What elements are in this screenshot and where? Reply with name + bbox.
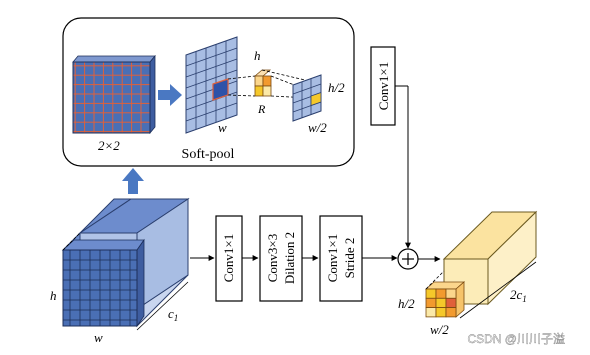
output-c-label: 2c1 xyxy=(510,287,527,304)
output-w-label: w/2 xyxy=(430,322,449,337)
branch-conv1s-box: Conv1×1 Stride 2 xyxy=(319,215,363,302)
add-node xyxy=(397,248,419,270)
branch-conv1s-label-1: Conv1×1 xyxy=(325,234,340,283)
kernel-label: 2×2 xyxy=(98,138,120,153)
softpool-conv-label: Conv1×1 xyxy=(376,62,391,111)
branch-conv3-box: Conv3×3 Dilation 2 xyxy=(259,215,303,302)
input-w-label: w xyxy=(94,330,103,345)
out-h-label: h/2 xyxy=(328,80,345,95)
branch-conv1-label: Conv1×1 xyxy=(221,234,236,283)
fmap-h-label: h xyxy=(254,48,261,63)
input-h-label: h xyxy=(50,288,57,303)
pooled-output-map xyxy=(292,74,322,122)
branch-conv3-label-2: Dilation 2 xyxy=(282,232,297,284)
softpool-title: Soft-pool xyxy=(182,147,235,162)
softpool-conv-box: Conv1×1 xyxy=(370,46,396,126)
out-w-label: w/2 xyxy=(308,120,327,135)
input-to-softpool-arrow xyxy=(122,168,144,194)
softpool-region xyxy=(253,69,272,97)
softpool-panel: 2×2 h w xyxy=(62,17,355,167)
branch-conv3-label-1: Conv3×3 xyxy=(265,234,280,283)
input-c-label: c1 xyxy=(168,306,178,323)
pool-kernel-grid xyxy=(72,54,156,135)
r-label: R xyxy=(257,102,266,116)
output-h-label: h/2 xyxy=(398,296,415,311)
input-block xyxy=(61,197,190,331)
branch-conv1-box: Conv1×1 xyxy=(215,215,243,302)
branch-conv1s-label-2: Stride 2 xyxy=(342,238,357,279)
fmap-w-label: w xyxy=(218,120,227,135)
watermark: CSDN @川川子溢 xyxy=(467,332,565,346)
softpool-arrow xyxy=(158,84,182,106)
softpool-feature-map xyxy=(185,36,238,134)
output-block xyxy=(424,210,538,319)
